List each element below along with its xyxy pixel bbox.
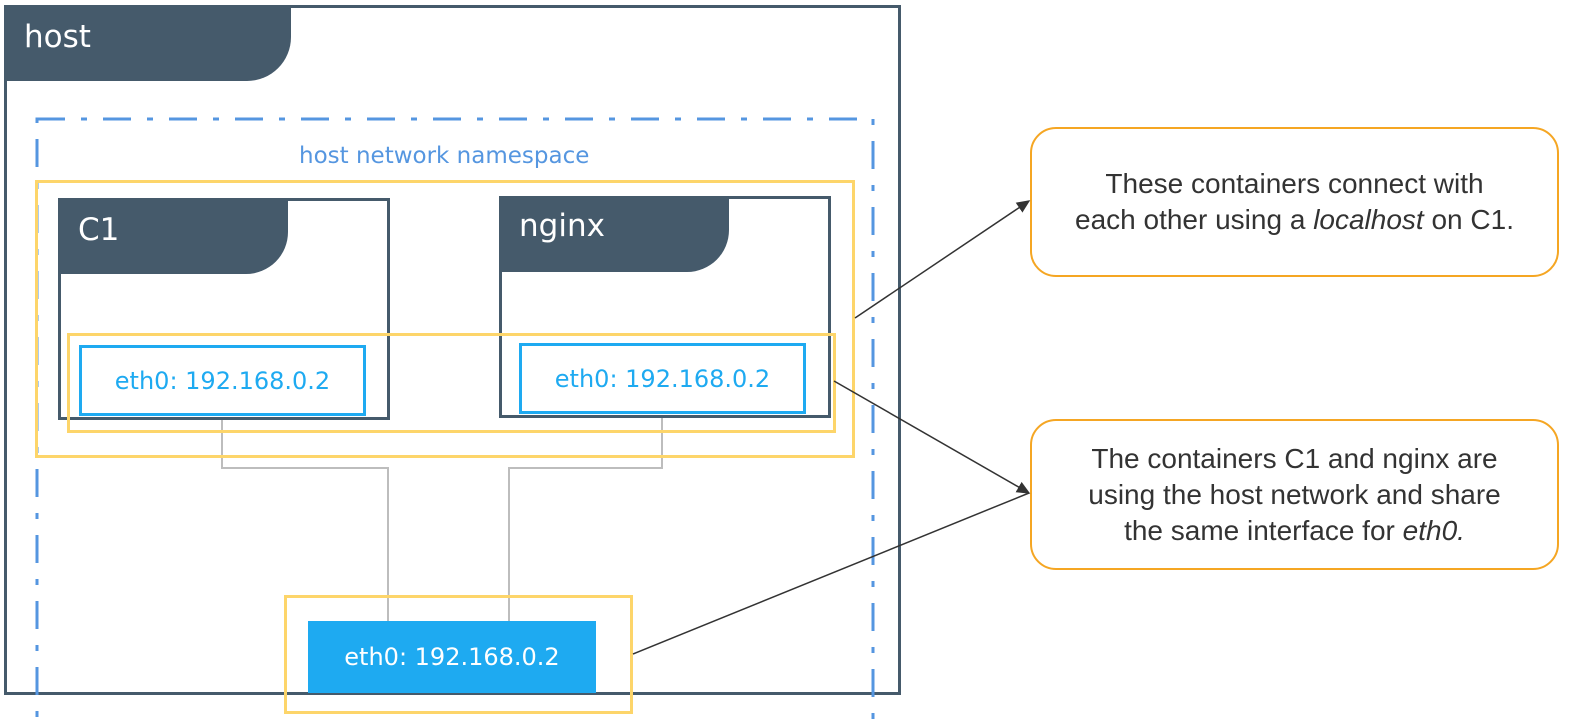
callout-localhost: These containers connect with each other… — [1030, 127, 1559, 277]
callout-localhost-line2-pre: each other using a — [1075, 204, 1314, 235]
interfaces-highlight — [67, 333, 836, 433]
connector-nginx-host — [508, 418, 663, 621]
namespace-label: host network namespace — [299, 143, 590, 169]
arrow-interfaces-to-shared-callout — [833, 380, 1031, 494]
callout-shared-line2: using the host network and share — [1088, 478, 1501, 510]
callout-localhost-emphasis: localhost — [1313, 204, 1424, 235]
callout-shared-emphasis: eth0. — [1402, 514, 1465, 546]
containers-highlight — [35, 180, 855, 458]
host-tab: host — [4, 5, 291, 81]
host-interface-highlight — [284, 595, 633, 714]
callout-shared-interface: The containers C1 and nginx are using th… — [1030, 419, 1559, 570]
namespace-dashed-border — [35, 117, 875, 723]
host-frame — [4, 5, 901, 695]
container-c1-label: C1 — [78, 212, 120, 248]
arrow-to-localhost-callout — [854, 200, 1031, 319]
callout-shared-line1: The containers C1 and nginx are — [1091, 442, 1498, 474]
callout-localhost-line1: These containers connect with — [1105, 168, 1484, 199]
host-eth0-interface: eth0: 192.168.0.2 — [308, 621, 596, 693]
host-label: host — [24, 19, 91, 55]
connector-c1-host — [221, 418, 389, 621]
callout-shared-line3-pre: the same interface for — [1124, 514, 1403, 546]
callout-localhost-line2-post: on C1. — [1423, 204, 1514, 235]
c1-eth0-interface: eth0: 192.168.0.2 — [79, 345, 366, 416]
nginx-eth0-interface: eth0: 192.168.0.2 — [519, 343, 806, 414]
arrow-host-eth-to-shared-callout — [632, 492, 1030, 655]
container-nginx-tab: nginx — [499, 196, 729, 272]
container-nginx-label: nginx — [519, 208, 605, 244]
container-c1-tab: C1 — [58, 198, 288, 274]
